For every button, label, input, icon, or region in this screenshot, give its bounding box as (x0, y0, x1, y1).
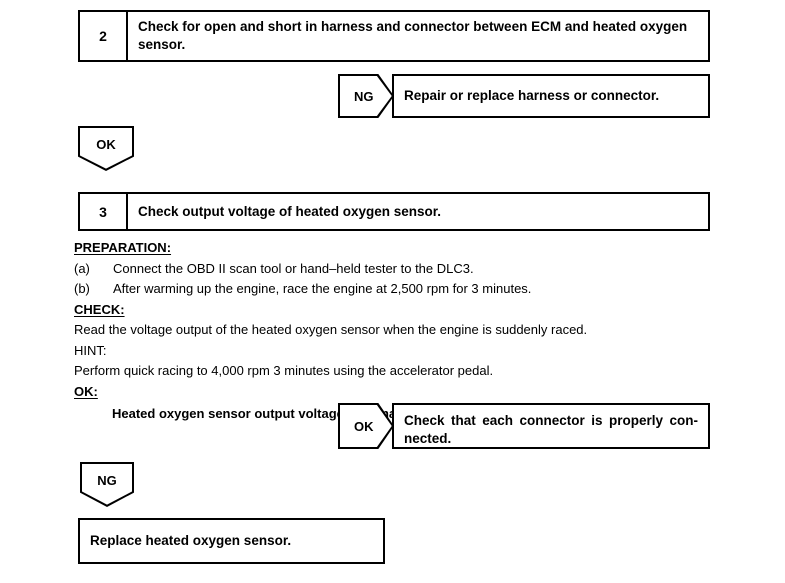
preparation-heading: PREPARATION: (74, 240, 172, 255)
ok-chevron-after-step-3-label: OK (354, 418, 374, 434)
check-connector-text-line-2: nected. (404, 430, 452, 446)
ok-pentagon-after-step-2-inner: OK (80, 128, 132, 169)
ng-pentagon-after-step-3-inner: NG (82, 464, 132, 505)
ng-chevron-after-step-2-label: NG (354, 88, 374, 104)
step-3-box: 3 Check output voltage of heated oxygen … (78, 192, 710, 231)
check-text: Read the voltage output of the heated ox… (74, 322, 588, 337)
ng-pentagon-after-step-3-label: NG (97, 473, 117, 488)
hint-text: Perform quick racing to 4,000 rpm 3 minu… (74, 363, 494, 378)
procedure-body: PREPARATION: (a) Connect the OBD II scan… (74, 238, 734, 425)
check-heading: CHECK: (74, 301, 125, 317)
preparation-item-a-tag: (a) (74, 260, 90, 276)
step-2-box: 2 Check for open and short in harness an… (78, 10, 710, 62)
preparation-item-b-text: After warming up the engine, race the en… (113, 281, 532, 296)
ng-chevron-after-step-2-inner: NG (340, 76, 392, 116)
preparation-item-a: (a) Connect the OBD II scan tool or hand… (74, 259, 734, 280)
step-2-text: Check for open and short in harness and … (138, 19, 688, 52)
replace-sensor-text: Replace heated oxygen sensor. (90, 533, 292, 549)
repair-harness-box: Repair or replace harness or connector. (392, 74, 710, 118)
check-connector-text-line-1: Check that each connector is properly co… (404, 413, 698, 428)
step-2-number: 2 (80, 12, 128, 60)
step-3-text: Check output voltage of heated oxygen se… (138, 203, 442, 219)
preparation-item-b: (b) After warming up the engine, race th… (74, 279, 734, 300)
preparation-item-a-text: Connect the OBD II scan tool or hand–hel… (113, 260, 474, 276)
replace-sensor-box: Replace heated oxygen sensor. (78, 518, 385, 564)
ok-pentagon-after-step-2-label: OK (96, 137, 116, 152)
step-3-number: 3 (80, 194, 128, 229)
ng-pentagon-after-step-3: NG (80, 462, 134, 507)
preparation-item-b-tag: (b) (74, 281, 90, 296)
ok-heading: OK: (74, 383, 98, 399)
check-connector-box: Check that each connector is properly co… (392, 403, 710, 449)
ng-chevron-after-step-2: NG (338, 74, 394, 118)
hint-heading: HINT: (74, 342, 107, 358)
repair-harness-text: Repair or replace harness or connector. (404, 88, 660, 104)
ok-pentagon-after-step-2: OK (78, 126, 134, 171)
